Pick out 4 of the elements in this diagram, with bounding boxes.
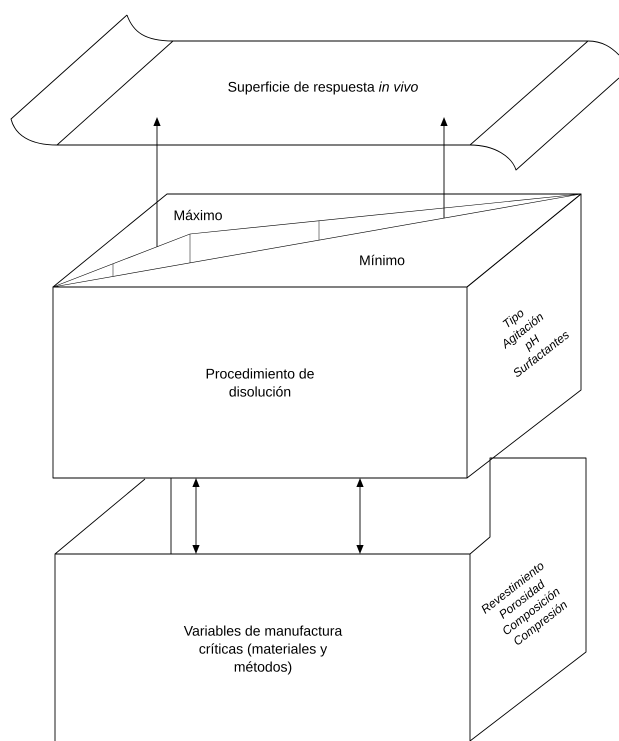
front-face: Variables de manufactura críticas (materiales y métodos) [54,478,470,741]
response-surface-ribbon: Superficie de respuesta in vivo [10,14,619,170]
top-face: Máximo Mínimo [52,194,582,288]
front-face: Procedimiento de disolución [52,286,468,478]
